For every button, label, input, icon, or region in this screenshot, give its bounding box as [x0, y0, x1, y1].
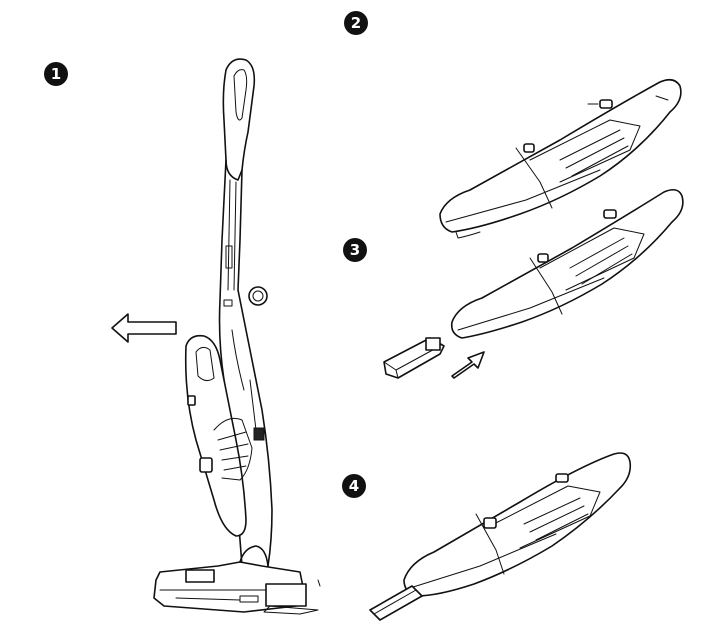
handheld-unit-step-2 [439, 78, 682, 239]
step-2-badge: 2 [344, 11, 368, 35]
step-4-badge: 4 [342, 474, 366, 498]
step-4-number: 4 [348, 477, 360, 495]
handheld-unit-step-3 [383, 188, 684, 379]
step-3-number: 3 [349, 241, 361, 259]
step-1-number: 1 [50, 65, 62, 83]
step-2-number: 2 [350, 14, 362, 32]
step-1-badge: 1 [44, 62, 68, 86]
handheld-unit-step-4 [369, 452, 632, 621]
upright-vacuum [111, 58, 321, 615]
step-3-badge: 3 [343, 238, 367, 262]
